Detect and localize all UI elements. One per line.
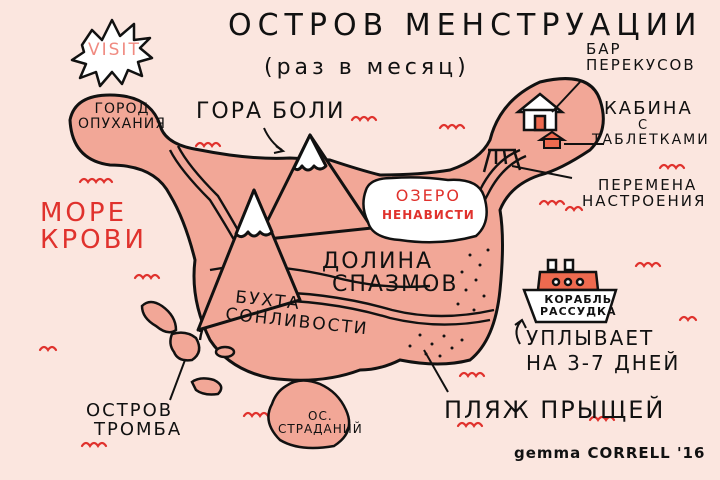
clot-island-line1: ОСТРОВ	[86, 400, 174, 421]
cramp-valley-line2: СПАЗМОВ	[332, 272, 459, 298]
sanity-ship-line2: РАССУДКА	[540, 304, 617, 318]
tumor-city-line2: ОПУХАНИЯ	[78, 115, 166, 132]
pointer-lines	[169, 81, 604, 401]
ship-note-line1: УПЛЫВАЕТ	[526, 326, 655, 350]
tumor-city-label: ГОРОД ОПУХАНИЯ	[78, 102, 166, 131]
visit-starburst	[70, 18, 154, 88]
tumor-city-line1: ГОРОД	[94, 101, 150, 117]
ship-note-line2: НА 3-7 ДНЕЙ	[526, 351, 681, 375]
snack-bar-line1: БАР	[586, 40, 622, 58]
small-islands	[140, 300, 351, 450]
mood-swing-line1: ПЕРЕМЕНА	[598, 176, 698, 194]
map-title: ОСТРОВ МЕНСТРУАЦИИ	[228, 8, 703, 43]
pimple-beach-label: ПЛЯЖ ПРЫЩЕЙ	[444, 396, 666, 424]
pill-cabin-icon	[536, 130, 568, 149]
visit-badge: VISIT	[88, 40, 141, 60]
pill-cabin-line3: ТАБЛЕТКАМИ	[592, 131, 710, 148]
snack-bar-line2: ПЕРЕКУСОВ	[586, 55, 696, 74]
suffering-island-label: ОС. СТРАДАНИЙ	[278, 410, 363, 435]
pill-cabin-line1: КАБИНА	[604, 98, 693, 119]
snack-bar-house-icon	[514, 92, 566, 132]
pain-mountains	[196, 133, 374, 332]
map-subtitle: (раз в месяц)	[264, 55, 470, 80]
artist-signature: gemma CORRELL '16	[514, 444, 706, 462]
ship-departure-note: УПЛЫВАЕТ НА 3-7 ДНЕЙ	[526, 328, 680, 374]
hate-lake-line1: ОЗЕРО	[395, 186, 461, 205]
suffering-island-line1: ОС.	[308, 409, 333, 423]
clot-island-line2: ТРОМБА	[94, 418, 183, 440]
mood-swing-line2: НАСТРОЕНИЯ	[582, 191, 707, 210]
water-waves	[38, 115, 698, 448]
sanity-ship-icon	[522, 258, 618, 324]
hate-lake-line2: НЕНАВИСТИ	[382, 207, 475, 222]
hate-lake-label: ОЗЕРО НЕНАВИСТИ	[382, 186, 475, 222]
pill-cabin-label: КАБИНА С ТАБЛЕТКАМИ	[592, 98, 710, 147]
sanity-ship-label: КОРАБЛЬ РАССУДКА	[540, 294, 617, 317]
pimple-beach-dots	[408, 248, 490, 358]
pain-mountain-label: ГОРА БОЛИ	[196, 99, 346, 124]
sea-of-blood-label: МОРЕ КРОВИ	[40, 198, 147, 256]
sea-line2: КРОВИ	[40, 225, 147, 256]
suffering-island-line2: СТРАДАНИЙ	[278, 421, 363, 436]
sea-line1: МОРЕ	[40, 198, 128, 228]
cramp-valley-line1: ДОЛИНА	[322, 249, 434, 274]
hate-lake	[362, 176, 488, 244]
pill-cabin-line2: С	[638, 117, 650, 133]
mood-swing-label: ПЕРЕМЕНА НАСТРОЕНИЯ	[582, 176, 707, 210]
cramp-valley-label: ДОЛИНА СПАЗМОВ	[322, 250, 458, 296]
sanity-ship-line1: КОРАБЛЬ	[544, 293, 613, 306]
clot-island-label: ОСТРОВ ТРОМБА	[86, 400, 183, 440]
snack-bar-label: БАР ПЕРЕКУСОВ	[586, 40, 696, 74]
